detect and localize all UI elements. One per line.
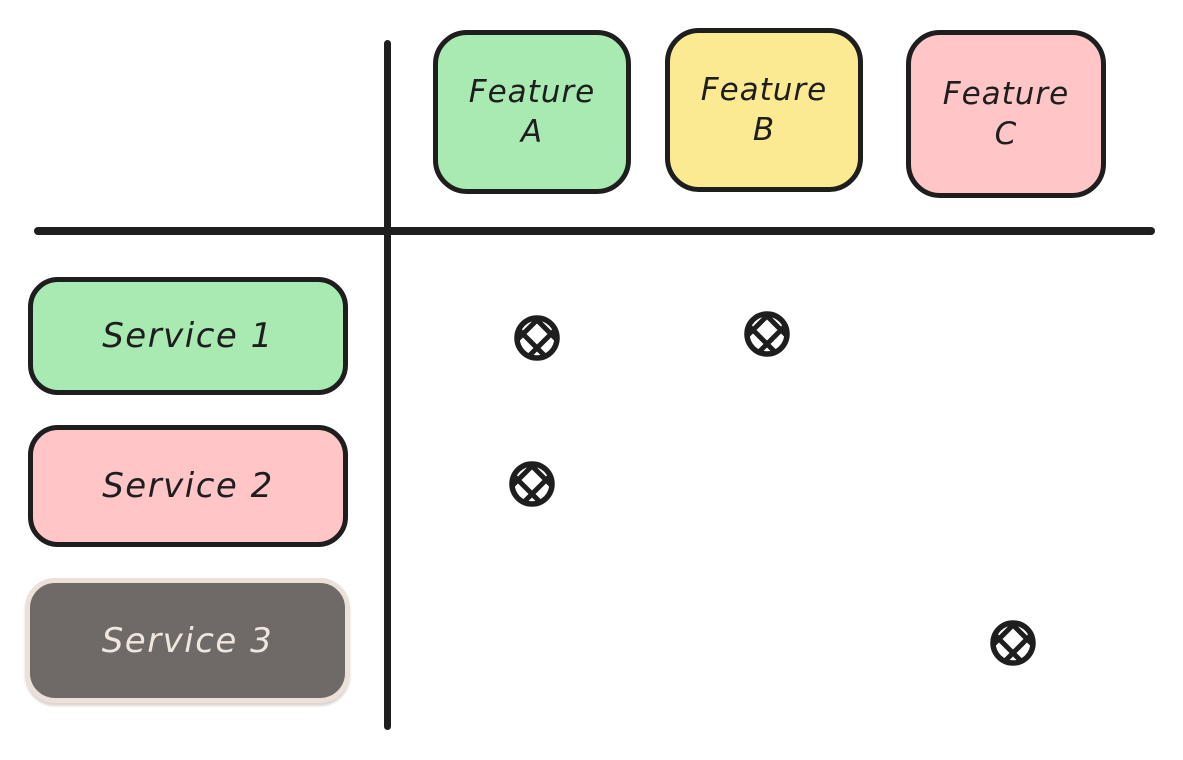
- column-header-label: Feature B: [700, 71, 828, 148]
- column-header-feature-b: Feature B: [665, 28, 863, 192]
- mark-service2-featureA-crosshatch-circle-icon: [506, 458, 558, 510]
- row-label-service-1: Service 1: [28, 277, 348, 395]
- column-header-feature-a: Feature A: [433, 30, 631, 194]
- row-label-text: Service 3: [101, 620, 274, 661]
- matrix-horizontal-axis-line: [34, 227, 1155, 235]
- row-label-text: Service 1: [102, 316, 274, 356]
- mark-service1-featureB-crosshatch-circle-icon: [741, 308, 793, 360]
- column-header-feature-c: Feature C: [906, 30, 1106, 198]
- row-label-text: Service 2: [102, 466, 274, 506]
- mark-service1-featureA-crosshatch-circle-icon: [511, 312, 563, 364]
- row-label-service-2: Service 2: [28, 425, 348, 547]
- matrix-vertical-axis-line: [384, 40, 391, 730]
- row-label-service-3: Service 3: [25, 578, 350, 703]
- column-header-label: Feature A: [468, 73, 596, 150]
- mark-service3-featureC-crosshatch-circle-icon: [987, 617, 1039, 669]
- column-header-label: Feature C: [942, 75, 1070, 152]
